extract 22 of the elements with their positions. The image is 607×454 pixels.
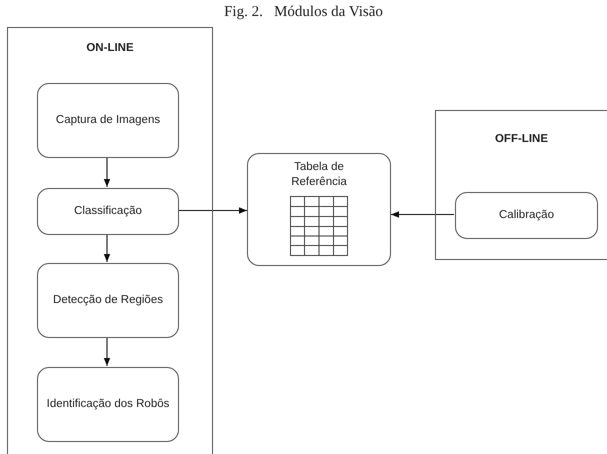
box-label: Classificação: [74, 204, 142, 219]
process-box: [37, 188, 179, 235]
group-panel: [435, 110, 607, 260]
group-panel: [7, 27, 213, 454]
box-label: Identificação dos Robôs: [46, 397, 170, 412]
box-label: Detecção de Regiões: [53, 293, 163, 308]
arrow: [104, 234, 110, 262]
table-box: [247, 153, 391, 266]
box-label: Tabela de Referência: [290, 160, 348, 190]
arrow: [390, 211, 454, 218]
process-box: [37, 263, 179, 338]
arrow: [178, 207, 248, 214]
box-label: Captura de Imagens: [56, 113, 160, 128]
process-box: [37, 83, 179, 158]
process-box: [455, 192, 598, 239]
arrow: [104, 156, 110, 188]
panel-title: OFF-LINE: [494, 133, 548, 145]
box-label: Calibração: [499, 208, 554, 223]
process-box: [37, 367, 179, 442]
panel-title: ON-LINE: [86, 42, 134, 54]
arrow: [104, 336, 110, 366]
figure-caption: Fig. 2. Módulos da Visão: [224, 4, 383, 21]
